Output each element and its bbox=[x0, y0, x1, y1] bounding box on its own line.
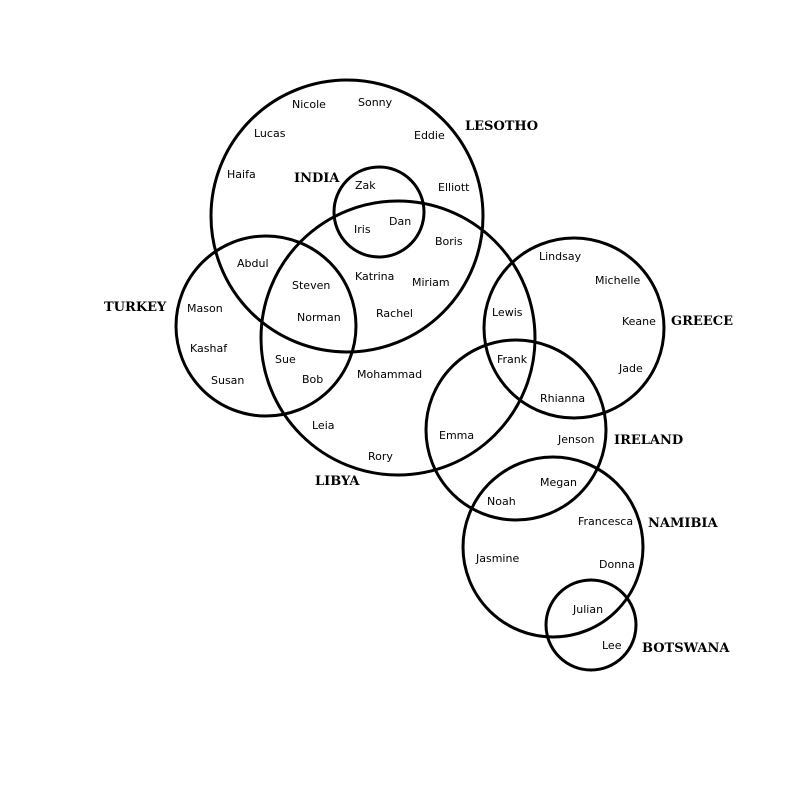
set-label-namibia: NAMIBIA bbox=[648, 516, 719, 531]
ireland-circle bbox=[424, 338, 608, 522]
member-mohammad: Mohammad bbox=[357, 368, 422, 381]
member-dan: Dan bbox=[389, 215, 411, 228]
greece-circle bbox=[482, 236, 666, 420]
member-rhianna: Rhianna bbox=[540, 392, 585, 405]
member-noah: Noah bbox=[487, 495, 516, 508]
member-emma: Emma bbox=[439, 429, 474, 442]
member-donna: Donna bbox=[599, 558, 635, 571]
member-zak: Zak bbox=[355, 179, 376, 192]
lesotho-circle bbox=[209, 78, 485, 354]
india-circle bbox=[332, 165, 426, 259]
set-label-libya: LIBYA bbox=[315, 474, 360, 489]
set-label-turkey: TURKEY bbox=[104, 300, 167, 315]
member-norman: Norman bbox=[297, 311, 341, 324]
member-rory: Rory bbox=[368, 450, 393, 463]
set-label-botswana: BOTSWANA bbox=[642, 641, 730, 656]
member-lewis: Lewis bbox=[492, 306, 523, 319]
set-label-ireland: IRELAND bbox=[614, 433, 683, 448]
member-haifa: Haifa bbox=[227, 168, 256, 181]
member-elliott: Elliott bbox=[438, 181, 470, 194]
member-nicole: Nicole bbox=[292, 98, 326, 111]
member-miriam: Miriam bbox=[412, 276, 450, 289]
member-boris: Boris bbox=[435, 235, 463, 248]
set-label-lesotho: LESOTHO bbox=[465, 119, 538, 134]
member-frank: Frank bbox=[497, 353, 528, 366]
member-julian: Julian bbox=[572, 603, 603, 616]
namibia-circle bbox=[461, 455, 645, 639]
member-eddie: Eddie bbox=[414, 129, 445, 142]
member-francesca: Francesca bbox=[578, 515, 633, 528]
member-sue: Sue bbox=[275, 353, 296, 366]
member-bob: Bob bbox=[302, 373, 323, 386]
member-iris: Iris bbox=[354, 223, 371, 236]
member-lee: Lee bbox=[602, 639, 622, 652]
member-abdul: Abdul bbox=[237, 257, 269, 270]
member-jasmine: Jasmine bbox=[475, 552, 519, 565]
member-mason: Mason bbox=[187, 302, 223, 315]
member-susan: Susan bbox=[211, 374, 244, 387]
member-rachel: Rachel bbox=[376, 307, 413, 320]
member-steven: Steven bbox=[292, 279, 330, 292]
member-lindsay: Lindsay bbox=[539, 250, 582, 263]
libya-circle bbox=[259, 199, 537, 477]
member-sonny: Sonny bbox=[358, 96, 393, 109]
turkey-circle bbox=[174, 234, 358, 418]
member-kashaf: Kashaf bbox=[190, 342, 228, 355]
set-label-india: INDIA bbox=[294, 171, 340, 186]
botswana-circle bbox=[544, 578, 638, 672]
member-michelle: Michelle bbox=[595, 274, 640, 287]
member-katrina: Katrina bbox=[355, 270, 394, 283]
set-label-greece: GREECE bbox=[671, 314, 733, 329]
member-leia: Leia bbox=[312, 419, 335, 432]
member-jade: Jade bbox=[618, 362, 643, 375]
member-jenson: Jenson bbox=[557, 433, 594, 446]
member-megan: Megan bbox=[540, 476, 577, 489]
member-keane: Keane bbox=[622, 315, 656, 328]
member-lucas: Lucas bbox=[254, 127, 286, 140]
